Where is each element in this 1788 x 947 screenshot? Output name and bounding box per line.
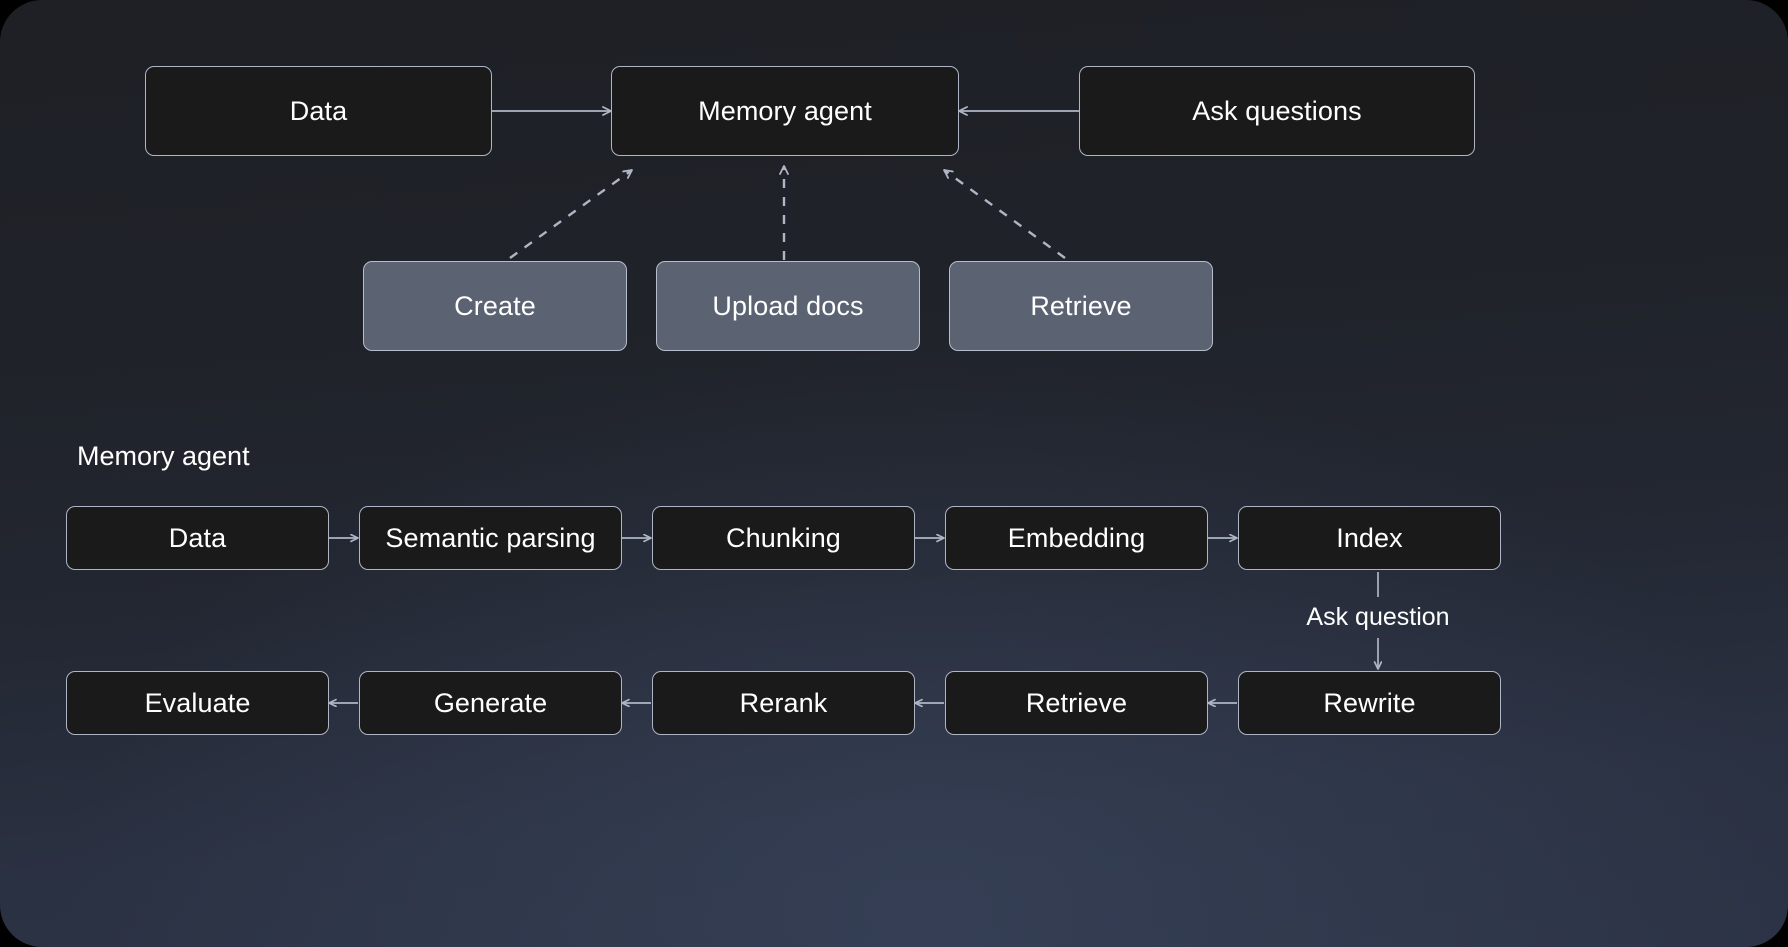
node-label: Rerank [739, 687, 828, 718]
node-label: Data [168, 522, 227, 553]
node-pipeline-evaluate[interactable]: Evaluate [66, 671, 329, 735]
node-label: Semantic parsing [385, 522, 596, 553]
node-pipeline-index[interactable]: Index [1238, 506, 1501, 570]
edge-label-ask-question: Ask question [1306, 603, 1450, 631]
node-label: Rewrite [1323, 687, 1416, 718]
node-pipeline-data[interactable]: Data [66, 506, 329, 570]
node-label: Upload docs [712, 290, 864, 321]
section-title-memory-agent: Memory agent [77, 441, 250, 471]
edge-retrieve-to-memory-agent [943, 169, 1066, 259]
node-memory-agent[interactable]: Memory agent [611, 66, 959, 156]
node-pipeline-rewrite[interactable]: Rewrite [1238, 671, 1501, 735]
node-pipeline-chunking[interactable]: Chunking [652, 506, 915, 570]
node-label: Generate [433, 687, 548, 718]
node-retrieve-overview[interactable]: Retrieve [949, 261, 1213, 351]
node-label: Create [454, 290, 536, 321]
node-label: Retrieve [1030, 290, 1132, 321]
node-upload-docs[interactable]: Upload docs [656, 261, 920, 351]
node-ask-questions[interactable]: Ask questions [1079, 66, 1475, 156]
node-pipeline-embedding[interactable]: Embedding [945, 506, 1208, 570]
node-label: Evaluate [144, 687, 251, 718]
node-pipeline-retrieve[interactable]: Retrieve [945, 671, 1208, 735]
node-data-overview[interactable]: Data [145, 66, 492, 156]
node-label: Data [289, 95, 348, 126]
node-pipeline-generate[interactable]: Generate [359, 671, 622, 735]
node-label: Memory agent [698, 95, 872, 126]
node-label: Index [1336, 522, 1403, 553]
node-pipeline-rerank[interactable]: Rerank [652, 671, 915, 735]
node-label: Chunking [726, 522, 841, 553]
node-create[interactable]: Create [363, 261, 627, 351]
edge-create-to-memory-agent [509, 169, 633, 259]
node-pipeline-semantic-parsing[interactable]: Semantic parsing [359, 506, 622, 570]
node-label: Embedding [1007, 522, 1146, 553]
node-label: Retrieve [1025, 687, 1128, 718]
node-label: Ask questions [1192, 95, 1362, 126]
